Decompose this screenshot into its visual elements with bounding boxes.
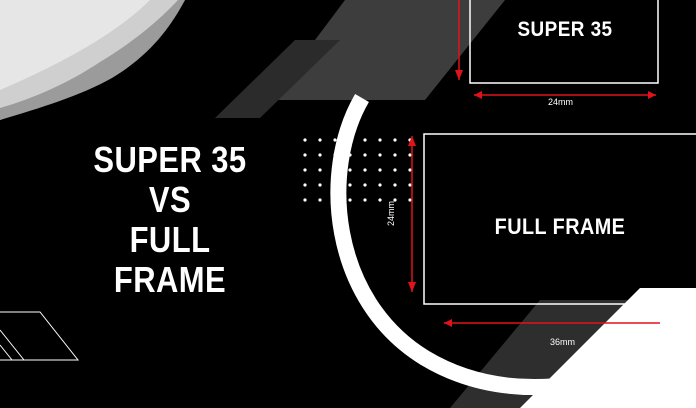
- white-arc: [330, 93, 577, 396]
- super35-label: SUPER 35: [517, 18, 613, 41]
- fullframe-height-arrow: [408, 136, 660, 327]
- headline-title: SUPER 35 VS FULL FRAME: [75, 140, 264, 300]
- headline-line-1: SUPER 35: [93, 139, 247, 180]
- gray-stripe-lower: [215, 40, 340, 118]
- gray-stripe-top: [270, 0, 505, 100]
- page-curl-icon: [0, 0, 185, 120]
- fullframe-height-label: 24mm: [386, 200, 396, 226]
- outline-stripes: [0, 311, 80, 361]
- arrow-icon: [455, 0, 656, 99]
- fullframe-frame: [423, 133, 696, 305]
- fullframe-width-label: 36mm: [550, 337, 576, 347]
- dot-grid-icon: [303, 138, 412, 202]
- white-diagonal-block: [520, 288, 696, 408]
- headline-line-3: FULL FRAME: [113, 219, 227, 300]
- super35-frame: [469, 0, 659, 84]
- headline-line-2: VS: [148, 179, 192, 220]
- fullframe-label: FULL FRAME: [494, 214, 626, 239]
- super35-width-label: 24mm: [548, 97, 574, 107]
